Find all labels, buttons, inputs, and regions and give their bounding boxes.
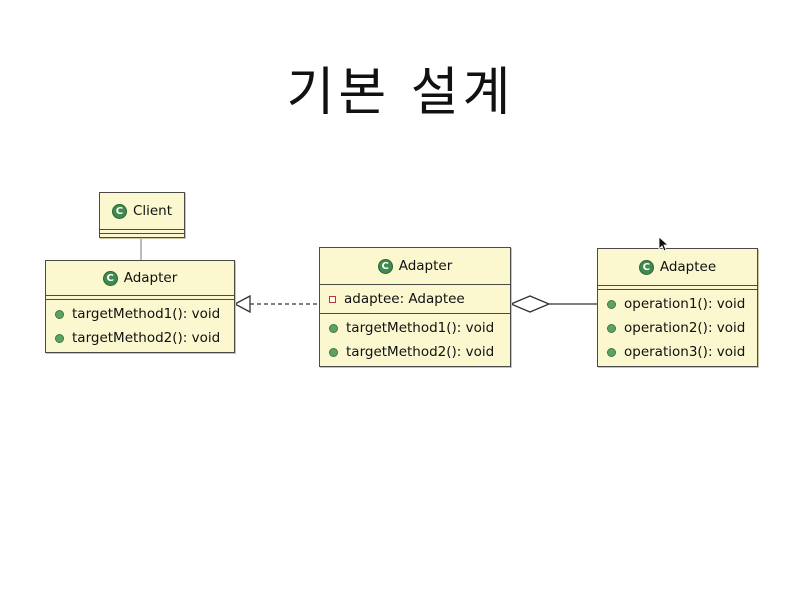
- class-header: C Client: [100, 193, 184, 230]
- adapter-class[interactable]: C Adapter adaptee: Adaptee targetMethod1…: [319, 247, 511, 367]
- method-signature: operation2(): void: [624, 320, 746, 336]
- method-compartment: targetMethod1(): void targetMethod2(): v…: [320, 314, 510, 366]
- public-method-icon: [55, 333, 64, 343]
- method-row: targetMethod1(): void: [46, 302, 234, 326]
- method-row: operation1(): void: [598, 292, 757, 316]
- class-icon: C: [638, 259, 654, 275]
- page-title: 기본 설계: [286, 63, 515, 123]
- class-icon: C: [111, 203, 127, 219]
- public-method-icon: [607, 323, 616, 333]
- target-class[interactable]: C Adapter targetMethod1(): void targetMe…: [45, 260, 235, 353]
- class-name: Adaptee: [659, 259, 717, 275]
- attribute-compartment: [46, 296, 234, 300]
- attribute-compartment: [598, 286, 757, 290]
- public-method-icon: [329, 347, 338, 357]
- class-name: Client: [132, 203, 173, 219]
- method-compartment: [100, 234, 184, 237]
- method-signature: operation3(): void: [624, 344, 746, 360]
- method-row: targetMethod2(): void: [46, 326, 234, 350]
- aggregation-diamond: [509, 295, 551, 313]
- method-signature: targetMethod2(): void: [72, 330, 221, 346]
- class-name: Adapter: [398, 258, 453, 274]
- mouse-cursor-icon: [658, 236, 670, 252]
- realization-arrowhead: [233, 294, 251, 314]
- class-header: C Adaptee: [598, 249, 757, 286]
- method-row: targetMethod1(): void: [320, 316, 510, 340]
- public-method-icon: [607, 299, 616, 309]
- method-signature: targetMethod1(): void: [346, 320, 495, 336]
- field-signature: adaptee: Adaptee: [344, 291, 465, 307]
- attribute-compartment: adaptee: Adaptee: [320, 285, 510, 314]
- client-class[interactable]: C Client: [99, 192, 185, 238]
- method-row: targetMethod2(): void: [320, 340, 510, 364]
- method-compartment: operation1(): void operation2(): void op…: [598, 290, 757, 366]
- field-row: adaptee: Adaptee: [320, 287, 510, 311]
- public-method-icon: [55, 309, 64, 319]
- method-signature: operation1(): void: [624, 296, 746, 312]
- method-row: operation2(): void: [598, 316, 757, 340]
- method-compartment: targetMethod1(): void targetMethod2(): v…: [46, 300, 234, 352]
- attribute-compartment: [100, 230, 184, 234]
- private-field-icon: [329, 295, 336, 303]
- class-header: C Adapter: [46, 261, 234, 296]
- class-icon: C: [377, 258, 393, 274]
- class-icon: C: [102, 270, 118, 286]
- class-name: Adapter: [123, 270, 178, 286]
- method-signature: targetMethod1(): void: [72, 306, 221, 322]
- method-signature: targetMethod2(): void: [346, 344, 495, 360]
- class-header: C Adapter: [320, 248, 510, 285]
- method-row: operation3(): void: [598, 340, 757, 364]
- adaptee-class[interactable]: C Adaptee operation1(): void operation2(…: [597, 248, 758, 367]
- public-method-icon: [329, 323, 338, 333]
- public-method-icon: [607, 347, 616, 357]
